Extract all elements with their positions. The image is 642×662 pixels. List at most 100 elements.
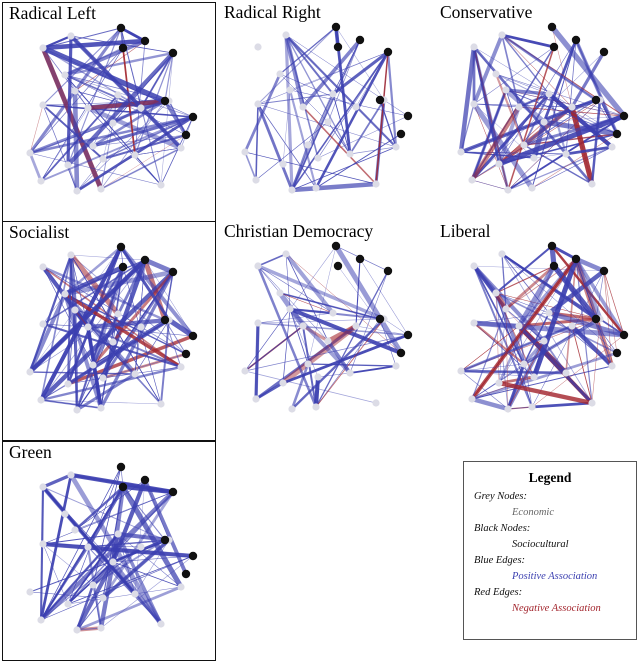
sociocultural-node xyxy=(188,331,198,341)
positive-edge xyxy=(42,293,66,325)
sociocultural-node xyxy=(118,482,128,492)
sociocultural-node xyxy=(333,42,343,52)
positive-edge xyxy=(76,158,104,192)
negative-edge xyxy=(40,47,104,190)
sociocultural-node xyxy=(140,255,150,265)
economic-node xyxy=(562,150,570,158)
economic-node xyxy=(498,250,506,258)
positive-edge xyxy=(101,491,175,599)
network-graph xyxy=(457,22,629,194)
sociocultural-node xyxy=(599,47,609,57)
positive-edge xyxy=(531,39,577,189)
positive-edge xyxy=(67,254,72,385)
positive-edge xyxy=(42,486,114,563)
positive-edge xyxy=(386,51,398,148)
economic-node xyxy=(114,310,122,318)
positive-edge xyxy=(548,312,613,367)
positive-edge xyxy=(523,317,601,366)
negative-edge xyxy=(471,163,500,181)
positive-edge xyxy=(40,116,194,182)
positive-edge xyxy=(307,363,397,367)
positive-edge xyxy=(458,46,477,153)
negative-edge xyxy=(302,106,377,185)
positive-edge xyxy=(473,320,625,338)
sociocultural-node xyxy=(375,314,385,324)
positive-edge xyxy=(575,256,605,274)
economic-node xyxy=(71,306,79,314)
positive-edge xyxy=(471,179,509,191)
positive-edge xyxy=(66,51,175,167)
economic-node xyxy=(37,177,45,185)
economic-node xyxy=(89,361,97,369)
positive-edge xyxy=(40,486,124,621)
economic-node xyxy=(372,180,380,188)
positive-edge xyxy=(332,39,361,95)
economic-node xyxy=(114,91,122,99)
positive-edge xyxy=(100,555,194,629)
positive-edge xyxy=(39,474,73,621)
sociocultural-node xyxy=(333,261,343,271)
economic-node xyxy=(588,399,596,407)
positive-edge xyxy=(244,334,409,372)
legend: Legend Grey Nodes: Economic Black Nodes:… xyxy=(463,461,637,640)
network-panel-radical-right: Radical Right xyxy=(218,2,432,222)
positive-edge xyxy=(74,90,142,109)
economic-node xyxy=(470,262,478,270)
positive-edge xyxy=(42,323,182,368)
economic-node xyxy=(279,160,287,168)
sociocultural-node xyxy=(168,48,178,58)
positive-edge xyxy=(471,365,613,400)
economic-node xyxy=(84,543,92,551)
economic-node xyxy=(352,103,360,111)
positive-edge xyxy=(42,533,119,545)
sociocultural-node xyxy=(549,42,559,52)
sociocultural-node xyxy=(403,111,413,121)
economic-node xyxy=(109,338,117,346)
network-graph xyxy=(241,241,413,413)
sociocultural-node xyxy=(375,95,385,105)
positive-edge xyxy=(570,51,606,108)
positive-edge xyxy=(66,35,73,166)
positive-edge xyxy=(255,103,259,181)
positive-edge xyxy=(383,318,409,336)
economic-node xyxy=(329,309,337,317)
economic-node xyxy=(73,187,81,195)
positive-edge xyxy=(471,102,535,190)
sociocultural-node xyxy=(599,266,609,276)
negative-edge xyxy=(569,106,595,185)
economic-node xyxy=(73,406,81,414)
economic-node xyxy=(502,86,510,94)
positive-edge xyxy=(460,370,567,374)
legend-grey-nodes-label: Grey Nodes: xyxy=(474,491,527,502)
sociocultural-node xyxy=(168,267,178,277)
economic-node xyxy=(99,374,107,382)
economic-node xyxy=(61,290,69,298)
positive-edge xyxy=(547,93,568,155)
sociocultural-node xyxy=(591,314,601,324)
positive-edge xyxy=(140,326,187,355)
network-graph xyxy=(457,241,629,413)
economic-node xyxy=(504,405,512,413)
network-panel-liberal: Liberal xyxy=(434,221,642,441)
positive-edge xyxy=(285,34,319,159)
positive-edge xyxy=(76,597,104,631)
positive-edge xyxy=(92,539,166,586)
sociocultural-node xyxy=(181,569,191,579)
economic-node xyxy=(26,149,34,157)
negative-edge xyxy=(42,266,182,368)
sociocultural-node xyxy=(355,254,365,264)
economic-node xyxy=(304,360,312,368)
positive-edge xyxy=(76,154,136,192)
positive-edge xyxy=(39,490,175,622)
economic-node xyxy=(177,583,185,591)
economic-node xyxy=(502,305,510,313)
positive-edge xyxy=(42,27,122,49)
economic-node xyxy=(254,262,262,270)
economic-node xyxy=(392,362,400,370)
positive-edge xyxy=(282,89,291,165)
positive-edge xyxy=(472,34,504,105)
positive-edge xyxy=(67,491,174,605)
positive-edge xyxy=(257,26,337,105)
positive-edge xyxy=(495,292,618,354)
economic-node xyxy=(67,471,75,479)
